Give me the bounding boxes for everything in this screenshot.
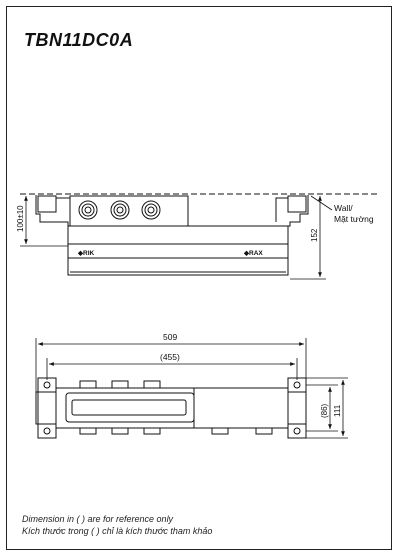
dim-top-ref-label: (455) <box>160 352 180 362</box>
top-right-bracket <box>287 377 307 439</box>
side-left-bracket <box>37 195 57 213</box>
dim-side-left-label: 100±10 <box>16 205 25 232</box>
dim-top-ref <box>46 358 298 380</box>
side-right-bracket <box>287 195 307 213</box>
top-inner-panel <box>65 392 195 423</box>
reference-note-en: Dimension in ( ) are for reference only <box>22 514 174 524</box>
pipe-connector-2 <box>110 200 130 220</box>
dim-top-depth-label: 111 <box>333 404 342 417</box>
reference-note-vn: Kích thước trong ( ) chỉ là kích thước t… <box>22 526 213 536</box>
dim-top-width-label: 509 <box>163 332 177 342</box>
side-mark-left: ◆RIK <box>77 250 94 257</box>
top-body <box>55 387 289 429</box>
side-mark-right: ◆RAX <box>243 250 263 257</box>
drawing-frame <box>6 6 392 550</box>
dim-side-left <box>20 196 68 247</box>
wall-label: Wall/ <box>334 203 353 213</box>
dim-top-width <box>35 338 307 392</box>
top-view <box>35 377 307 439</box>
dim-top-depth-ref-label: (86) <box>320 403 329 418</box>
pipe-connector-1 <box>78 200 98 220</box>
side-body-top <box>35 195 309 227</box>
top-left-bracket <box>37 377 57 439</box>
dim-side-right-label: 152 <box>310 228 319 242</box>
side-view <box>20 193 380 276</box>
dim-side-right <box>290 195 333 280</box>
dim-top-depth <box>306 377 348 439</box>
pipe-connector-3 <box>141 200 161 220</box>
side-body-lower <box>67 226 289 276</box>
wall-label-vn: Mặt tường <box>334 214 374 224</box>
model-title: TBN11DC0A <box>24 30 134 50</box>
wall-leader <box>310 195 333 211</box>
